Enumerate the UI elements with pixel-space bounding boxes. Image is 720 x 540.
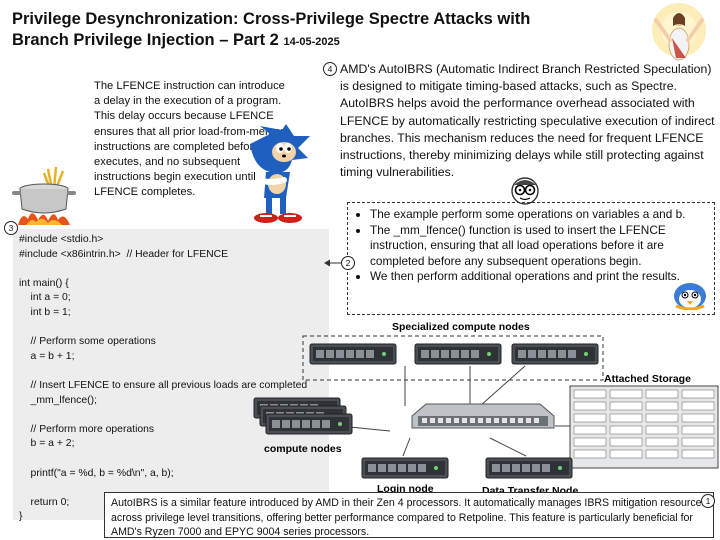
- label-specialized: Specialized compute nodes: [392, 321, 530, 333]
- explanation-list: The example perform some operations on v…: [348, 207, 714, 285]
- code-line: _mm_lfence();: [19, 394, 97, 406]
- bullet-item: We then perform additional operations an…: [370, 269, 714, 285]
- label-login: Login node: [377, 483, 434, 494]
- code-line: }: [19, 511, 23, 523]
- marker-2: 2: [341, 256, 355, 270]
- code-line: return 0;: [19, 496, 70, 508]
- specialized-node-3: [511, 343, 599, 365]
- code-line: int main() {: [19, 277, 69, 289]
- code-line: a = b + 1;: [19, 350, 75, 362]
- autoibrs-note: AMD's AutoIBRS (Automatic Indirect Branc…: [340, 62, 715, 180]
- code-line: b = a + 2;: [19, 438, 75, 450]
- data-transfer-node: [485, 457, 573, 479]
- marker-1: 1: [701, 494, 715, 508]
- code-line: // Insert LFENCE to ensure all previous …: [19, 379, 308, 391]
- marker-4: 4: [323, 62, 337, 76]
- page-title: Privilege Desynchronization: Cross-Privi…: [12, 9, 532, 53]
- title-line-1: Privilege Desynchronization: Cross-Privi…: [12, 10, 531, 28]
- attached-storage: [569, 385, 719, 469]
- title-line-2-text: Branch Privilege Injection – Part 2: [12, 31, 279, 49]
- autoibrs-zen4-note: AutoIBRS is a similar feature introduced…: [104, 492, 714, 538]
- penguin-cartoon: [674, 283, 706, 310]
- code-panel: [13, 229, 329, 520]
- code-line: printf("a = %d, b = %d\n", a, b);: [19, 467, 174, 479]
- lfence-note: The LFENCE instruction can introduce a d…: [94, 80, 290, 199]
- label-transfer: Data Transfer Node: [482, 485, 578, 494]
- arrow-left-icon: [324, 259, 342, 267]
- title-date: 14-05-2025: [283, 36, 340, 48]
- code-line: #include <stdio.h>: [19, 234, 104, 245]
- specialized-node-2: [414, 343, 502, 365]
- code-line: #include <x86intrin.h> // Header for LFE…: [19, 248, 229, 260]
- specialized-node-1: [309, 343, 397, 365]
- code-line: int a = 0;: [19, 292, 71, 304]
- network-switch: [411, 403, 555, 429]
- code-line: [19, 262, 307, 277]
- bullet-item: The _mm_lfence() function is used to ins…: [370, 223, 714, 270]
- code-listing: #include <stdio.h> #include <x86intrin.h>…: [19, 233, 307, 525]
- cooking-pot-illustration: [12, 166, 76, 225]
- code-line: // Perform some operations: [19, 336, 156, 348]
- hedgehog-cartoon: [250, 124, 310, 223]
- login-node: [361, 457, 449, 479]
- label-storage: Attached Storage: [604, 373, 691, 385]
- explanation-box: The example perform some operations on v…: [347, 202, 715, 315]
- autoibrs-zen4-text: AutoIBRS is a similar feature introduced…: [111, 497, 707, 539]
- marker-3: 3: [4, 221, 18, 235]
- compute-node-3: [265, 413, 353, 435]
- glowing-figure-illustration: [652, 3, 706, 61]
- nerd-face-emoji: [511, 177, 539, 205]
- code-line: // Perform more operations: [19, 423, 155, 435]
- code-line: int b = 1;: [19, 306, 71, 318]
- bullet-item: The example perform some operations on v…: [370, 207, 714, 223]
- label-compute: compute nodes: [264, 443, 342, 455]
- network-diagram: Specialized compute nodes compute nodes …: [253, 321, 719, 494]
- title-line-2: Branch Privilege Injection – Part 2 14-0…: [12, 30, 532, 53]
